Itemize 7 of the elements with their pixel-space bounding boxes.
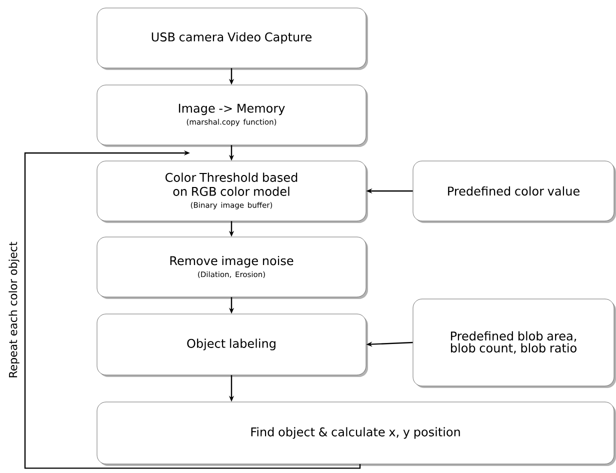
- edge-label: Repeat each color object: [8, 242, 20, 378]
- process-box: Predefined color value: [412, 160, 616, 223]
- process-box: Object labeling: [96, 314, 368, 377]
- process-box: Find object & calculate x, y position: [96, 402, 616, 466]
- process-box: USB camera Video Capture: [96, 8, 368, 70]
- loop-arrow: [24, 150, 361, 469]
- process-box: Predefined blob area, blob count, blob ratio: [412, 298, 616, 388]
